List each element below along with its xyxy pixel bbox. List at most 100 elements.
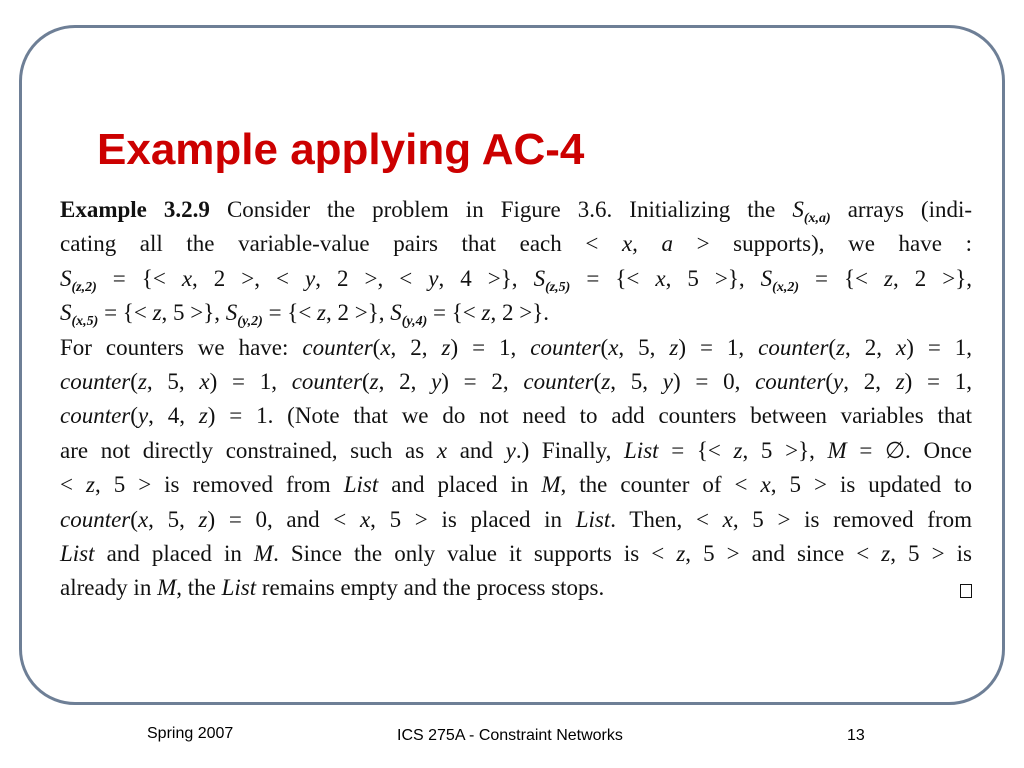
math-text: z — [676, 540, 686, 566]
body-text: ( — [593, 368, 602, 394]
body-text: ) = 1, — [904, 368, 973, 394]
math-text: z — [137, 368, 147, 394]
math-subscript: (y,2) — [237, 314, 263, 329]
math-text: z — [369, 368, 379, 394]
math-text: x — [895, 334, 907, 360]
example-line: counter(y, 4, z) = 1. (Note that we do n… — [60, 399, 972, 433]
math-text: S — [760, 265, 773, 291]
body-text: , the — [176, 575, 222, 601]
math-subscript: (x,2) — [772, 280, 799, 295]
example-line: are not directly constrained, such as x … — [60, 434, 972, 468]
math-text: x — [436, 437, 448, 463]
math-text: z — [884, 265, 893, 291]
math-text: z — [317, 300, 326, 326]
footer-course: ICS 275A - Constraint Networks — [397, 727, 623, 744]
math-text: S — [225, 300, 238, 326]
slide-title: Example applying AC-4 — [97, 125, 585, 174]
slide-frame — [19, 25, 1005, 705]
body-text: .) Finally, — [515, 437, 625, 463]
math-text: z — [481, 300, 491, 326]
math-text: x — [359, 506, 371, 532]
math-text: counter — [60, 403, 131, 429]
body-text: . Since the only value it supports is < — [273, 540, 677, 566]
math-text: x — [722, 506, 733, 532]
math-subscript-text: (x,2) — [772, 279, 799, 295]
body-text: , 5 > is removed from — [732, 506, 972, 532]
body-text: = {< — [570, 265, 656, 291]
math-text: y — [662, 368, 673, 394]
body-text: , 2, — [378, 368, 432, 394]
math-text: z — [881, 540, 891, 566]
body-text: ) = 1, — [906, 334, 973, 360]
body-text: ) = 1. (Note that we do not need to add … — [207, 403, 972, 429]
example-line: For counters we have: counter(x, 2, z) =… — [60, 331, 972, 365]
example-line: counter(x, 5, z) = 0, and < x, 5 > is pl… — [60, 503, 972, 537]
math-text: y — [428, 265, 439, 291]
math-text: List — [343, 472, 379, 498]
math-text: x, a — [621, 231, 673, 257]
body-text: > supports), we have : — [673, 231, 972, 257]
body-text: = {< — [798, 265, 885, 291]
body-text: = {< — [96, 265, 182, 291]
math-text: M — [541, 472, 561, 498]
math-text: z — [895, 368, 905, 394]
body-text: = {< — [262, 300, 318, 326]
example-line: already in M, the List remains empty and… — [60, 571, 972, 605]
body-text: , the counter of < — [560, 472, 761, 498]
body-text: already in — [60, 575, 158, 601]
math-text: x — [380, 334, 391, 360]
math-text: x — [760, 472, 771, 498]
math-subscript-text: (z,5) — [545, 279, 571, 295]
math-text: y — [505, 437, 516, 463]
body-text: ) = 0, and < — [207, 506, 360, 532]
math-text: S — [60, 300, 72, 326]
math-text: z — [669, 334, 679, 360]
math-text: counter — [302, 334, 373, 360]
footer-page-number: 13 — [847, 727, 865, 744]
math-text: S — [533, 265, 546, 291]
math-subscript: (z,2) — [72, 280, 97, 295]
body-text: , 5 > is — [890, 540, 972, 566]
math-subscript-text: (x,a) — [803, 211, 831, 226]
body-text: , 5, — [610, 368, 663, 394]
math-text: counter — [291, 368, 362, 394]
body-text: , 5 >}, — [161, 300, 226, 326]
body-text: , 5, — [618, 334, 670, 360]
math-text: x — [608, 334, 619, 360]
body-text: and — [447, 437, 506, 463]
math-text: x — [137, 506, 149, 532]
math-text: counter — [523, 368, 594, 394]
body-text: = ∅. Once — [846, 437, 972, 463]
body-text: , 2 >}. — [490, 300, 549, 326]
body-text: = {< — [427, 300, 482, 326]
math-text: counter — [530, 334, 601, 360]
body-text: For counters we have: — [60, 334, 303, 360]
body-text: ( — [130, 368, 138, 394]
body-text: and placed in — [94, 540, 254, 566]
body-text: ( — [130, 403, 138, 429]
body-text: ( — [828, 334, 837, 360]
math-text: z — [85, 472, 95, 498]
math-text: S — [792, 197, 804, 222]
body-text: ( — [825, 368, 833, 394]
body-text: , 2 >}, — [326, 300, 391, 326]
example-line: counter(z, 5, x) = 1, counter(z, 2, y) =… — [60, 365, 972, 399]
body-text: cating all the variable-value pairs that… — [60, 231, 622, 257]
body-text: are not directly constrained, such as — [60, 437, 437, 463]
example-line: < z, 5 > is removed from List and placed… — [60, 468, 972, 502]
body-text: Consider the problem in Figure 3.6. Init… — [226, 197, 793, 222]
body-text: , 5 > is placed in — [370, 506, 576, 532]
body-text: ( — [600, 334, 609, 360]
body-text: , 2 >, < — [315, 265, 429, 291]
math-text: z — [441, 334, 451, 360]
body-text: . Then, < — [610, 506, 723, 532]
math-text: List — [624, 437, 659, 463]
math-text: z — [152, 300, 162, 326]
body-text: ( — [372, 334, 381, 360]
body-text: ( — [361, 368, 370, 394]
math-text: z — [198, 506, 208, 532]
math-text: x — [199, 368, 210, 394]
body-text: , 5 >}, — [742, 437, 828, 463]
body-text: arrays (indi- — [830, 197, 973, 222]
math-text: counter — [758, 334, 829, 360]
